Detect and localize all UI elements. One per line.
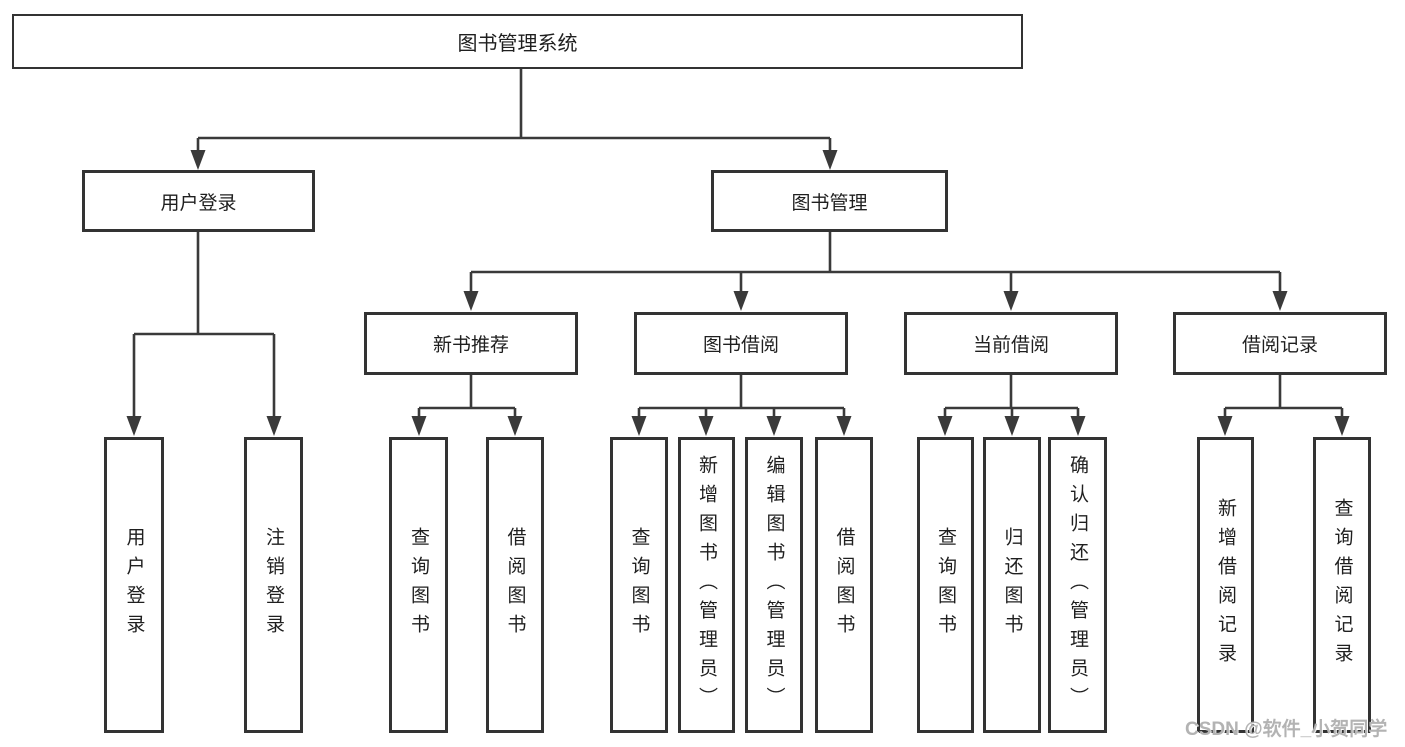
leaf-br-add-record: 新增借阅记录 <box>1197 437 1254 733</box>
leaf-cb-confirm-return-admin: 确认归还（管理员） <box>1048 437 1107 733</box>
leaf-cb-query-books: 查询图书 <box>917 437 974 733</box>
node-label: 查询图书 <box>408 527 429 643</box>
leaf-logout: 注销登录 <box>244 437 303 733</box>
node-label: 查询借阅记录 <box>1331 498 1353 672</box>
leaf-user-login: 用户登录 <box>104 437 164 733</box>
watermark: CSDN @软件_小贺同学 <box>1185 719 1388 740</box>
node-label: 确认归还（管理员） <box>1067 454 1088 716</box>
leaf-nb-query-books: 查询图书 <box>389 437 448 733</box>
node-label: 查询图书 <box>935 527 956 643</box>
leaf-bb-query-books: 查询图书 <box>610 437 668 733</box>
leaf-nb-borrow-books: 借阅图书 <box>486 437 544 733</box>
node-label: 用户登录 <box>160 192 237 214</box>
node-root: 图书管理系统 <box>12 14 1023 69</box>
node-book-management: 图书管理 <box>711 170 948 232</box>
node-label: 图书借阅 <box>702 335 779 356</box>
node-user-login: 用户登录 <box>82 170 315 232</box>
node-label: 借阅图书 <box>833 527 855 643</box>
node-label: 借阅记录 <box>1241 335 1318 356</box>
node-label: 新书推荐 <box>432 335 509 356</box>
node-label: 归还图书 <box>1001 527 1023 643</box>
leaf-bb-add-books-admin: 新增图书（管理员） <box>678 437 735 733</box>
node-book-borrow: 图书借阅 <box>634 312 848 375</box>
node-label: 新增借阅记录 <box>1215 498 1236 672</box>
node-label: 用户登录 <box>123 527 145 643</box>
node-label: 图书管理系统 <box>457 33 578 55</box>
node-current-borrow: 当前借阅 <box>904 312 1118 375</box>
leaf-cb-return-books: 归还图书 <box>983 437 1041 733</box>
node-label: 注销登录 <box>263 527 284 643</box>
leaf-br-query-record: 查询借阅记录 <box>1313 437 1371 733</box>
node-label: 编辑图书（管理员） <box>763 454 785 716</box>
node-borrow-records: 借阅记录 <box>1173 312 1387 375</box>
leaf-bb-edit-books-admin: 编辑图书（管理员） <box>745 437 803 733</box>
node-label: 查询图书 <box>628 527 650 643</box>
node-label: 借阅图书 <box>504 527 526 643</box>
node-label: 当前借阅 <box>972 335 1049 356</box>
leaf-bb-borrow-books: 借阅图书 <box>815 437 873 733</box>
node-label: 图书管理 <box>791 192 868 214</box>
node-new-book-recommend: 新书推荐 <box>364 312 578 375</box>
node-label: 新增图书（管理员） <box>696 454 717 716</box>
